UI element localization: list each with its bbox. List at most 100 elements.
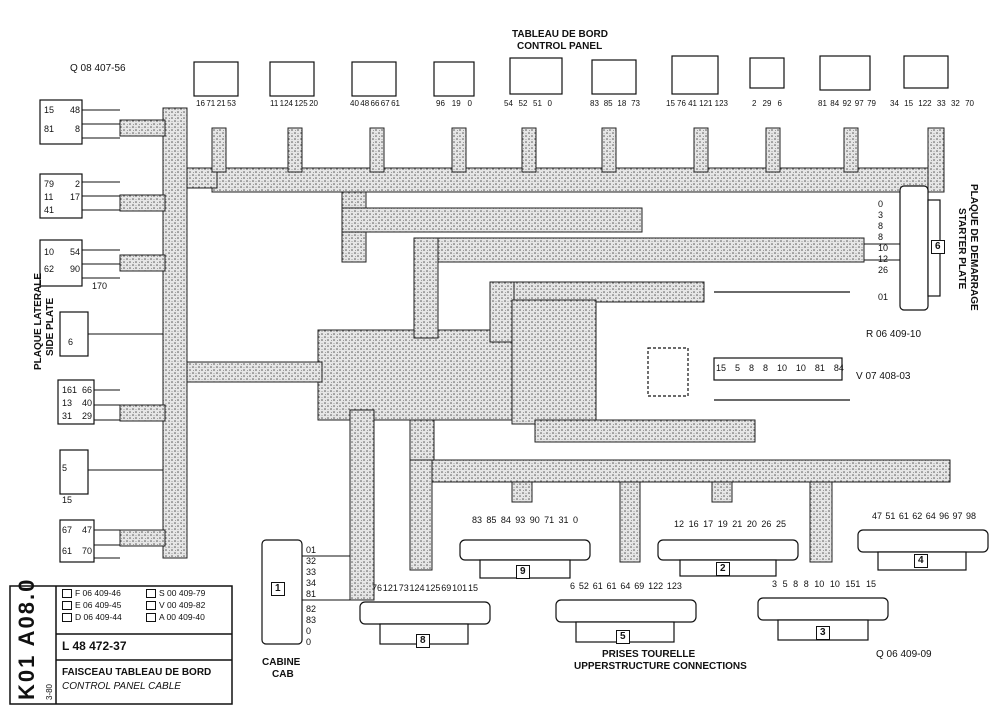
connector-8: 76 121 73 124 125 69 101 15 8	[372, 583, 478, 648]
side-group-4: 6	[68, 332, 73, 350]
cab-pin: 32	[306, 556, 317, 566]
v-block-values: 15 5 8 8 10 10 81 84	[716, 364, 844, 373]
connector-3: 3 5 8 8 10 10 151 15 3	[772, 579, 876, 640]
legend-item: D 06 409-44	[62, 612, 146, 623]
pin-label: 31	[62, 411, 73, 421]
pin-label: 71	[544, 515, 555, 525]
legend-item: V 00 409-82	[146, 600, 230, 611]
pin-label: 19	[451, 99, 461, 108]
connector-number: 8	[416, 634, 430, 648]
pin-label: 76	[677, 99, 686, 108]
fuse-icon	[62, 589, 72, 599]
connector-4: 47 51 61 62 64 96 97 98 4	[872, 511, 976, 568]
cab-label-en: CAB	[272, 669, 294, 680]
panel-group-5: 54 52 51 0	[504, 100, 552, 108]
pin-label: 10	[829, 579, 840, 589]
pin-label: 79	[44, 179, 55, 189]
pin-label: 81	[44, 124, 55, 134]
pin-label: 83	[590, 99, 599, 108]
uppers-label-en: UPPERSTRUCTURE CONNECTIONS	[574, 661, 747, 672]
pin-label: 61	[62, 546, 73, 556]
pin-label: 52	[578, 581, 589, 591]
pin-label: 0	[572, 515, 578, 525]
pin-label: 161	[62, 385, 78, 395]
pin-label: 15	[62, 495, 73, 505]
pin-label: 67	[62, 525, 73, 535]
pin-label: 85	[486, 515, 497, 525]
pin-label: 6	[777, 99, 782, 108]
pin-label: 125	[425, 583, 441, 593]
pin-label: 15	[865, 579, 876, 589]
connector-number: 9	[516, 565, 530, 579]
cab-pin: 0	[306, 626, 312, 636]
pin-label: 47	[872, 511, 883, 521]
panel-group-1: 16 71 21 53	[196, 100, 236, 108]
pin-label: 21	[216, 99, 226, 108]
pin-label: 0	[467, 99, 472, 108]
panel-title-fr: TABLEAU DE BORD	[512, 29, 608, 40]
pin-label: 73	[398, 583, 409, 593]
ref-q-top: Q 08 407-56	[70, 63, 126, 74]
panel-group-6: 83 85 18 73	[590, 100, 640, 108]
wire-leads	[82, 109, 900, 601]
pin-label: 64	[620, 581, 631, 591]
pin-label: 6	[68, 337, 74, 347]
pin-label: 40	[350, 99, 359, 108]
connector-5: 6 52 61 61 64 69 122 123 5	[570, 581, 682, 644]
pin-label: 64	[925, 511, 936, 521]
pin-label: 124	[409, 583, 425, 593]
panel-connector-outlines	[193, 55, 949, 97]
panel-group-8: 2 29 6	[752, 100, 782, 108]
pin-label: 69	[441, 583, 452, 593]
pin-label: 6	[570, 581, 576, 591]
pin-label: 62	[44, 264, 55, 274]
pin-label: 15	[44, 105, 55, 115]
connector-2: 12 16 17 19 21 20 26 25 2	[674, 519, 786, 576]
pin-label: 16	[688, 519, 699, 529]
pin-label: 81	[818, 99, 827, 108]
connector-number: 3	[816, 626, 830, 640]
starter-label-en: STARTER PLATE	[956, 208, 967, 290]
pin-label: 10	[44, 247, 55, 257]
cab-pin: 83	[306, 615, 317, 625]
pin-label: 11	[44, 192, 54, 202]
pin-label: 15	[666, 99, 675, 108]
pin-label: 125	[294, 99, 308, 108]
pin-label: 85	[603, 99, 613, 108]
pin-label: 67	[380, 99, 390, 108]
pin-label: 61	[606, 581, 617, 591]
pin-label: 151	[845, 579, 861, 589]
v-block-value: 8	[762, 363, 768, 373]
pin-label: 62	[912, 511, 923, 521]
v-block-value: 8	[748, 363, 754, 373]
pin-label: 40	[81, 398, 92, 408]
pin-label: 47	[81, 525, 92, 535]
panel-group-2: 11 124 125 20	[270, 100, 318, 108]
pin-label: 29	[762, 99, 772, 108]
cab-pin: 34	[306, 578, 317, 588]
legend: F 06 409-46 S 00 409-79 E 06 409-45 V 00…	[62, 588, 230, 623]
pin-label: 5	[62, 463, 68, 473]
pin-label: 41	[688, 99, 697, 108]
v-block-value: 5	[734, 363, 740, 373]
pin-label: 61	[898, 511, 909, 521]
drawing-number: L 48 472-37	[62, 639, 127, 653]
pin-label: 25	[775, 519, 786, 529]
pin-label: 93	[515, 515, 526, 525]
pin-label: 51	[533, 99, 542, 108]
fuse-icon	[62, 613, 72, 623]
cab-pin: 0	[306, 637, 312, 647]
sheet-code: K01 A08.0	[14, 577, 39, 700]
pin-label: 122	[648, 581, 664, 591]
cab-pin: 81	[306, 589, 317, 599]
pin-label: 8	[803, 579, 809, 589]
pin-label: 53	[227, 99, 236, 108]
pin-label: 26	[761, 519, 772, 529]
cab-pins: 01 32 33 34 81 82 83 0 0	[306, 546, 317, 647]
panel-group-7: 15 76 41 121 123	[666, 100, 728, 108]
title-block-frame	[9, 585, 233, 705]
pin-label: 2	[74, 179, 80, 189]
cab-pin: 33	[306, 567, 317, 577]
pin-label: 15	[904, 99, 914, 108]
